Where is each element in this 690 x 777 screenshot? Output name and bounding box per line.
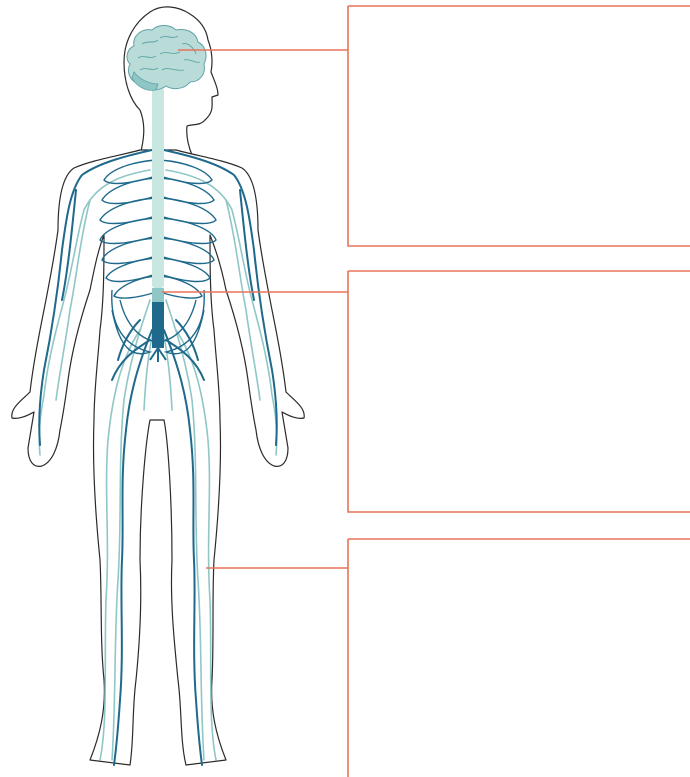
label-box-nerves	[348, 539, 690, 777]
spinal-cord	[150, 88, 166, 362]
label-box-brain	[348, 6, 690, 246]
label-box-spinal-cord	[348, 271, 690, 512]
brain	[127, 26, 206, 91]
